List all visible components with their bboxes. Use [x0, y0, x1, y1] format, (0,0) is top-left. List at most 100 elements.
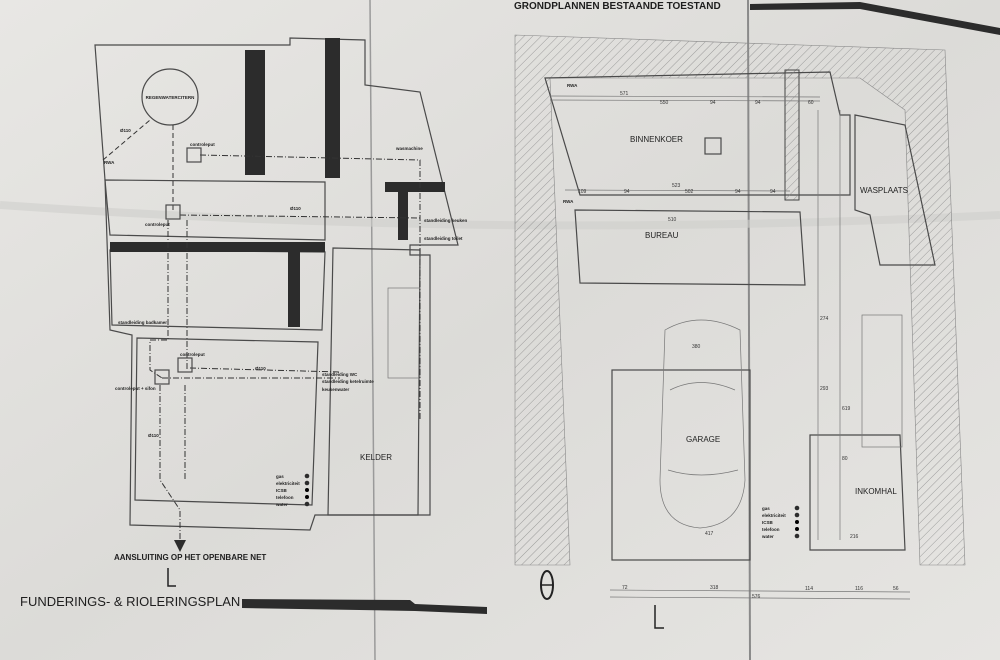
pipe-diameter: Ø110	[120, 128, 131, 133]
dimension-label: 94	[770, 189, 776, 195]
dimension-label: 109	[578, 189, 587, 195]
room-label-courtyard: BINNENKOER	[630, 135, 683, 144]
room-outline	[104, 179, 326, 241]
dimension-label: 116	[855, 586, 863, 592]
kitchen-water-label: keukenwater	[322, 387, 350, 392]
dimension-label: 80	[842, 456, 848, 462]
utility-electricity: elektriciteit	[276, 481, 300, 486]
wall	[325, 38, 340, 178]
riser-label: standleiding badkamer	[118, 320, 167, 325]
dimension-label: 60	[808, 100, 814, 106]
pipe	[199, 154, 421, 420]
pipe	[159, 385, 181, 540]
pipe-diameter: Ø110	[255, 366, 266, 371]
pipe	[189, 367, 341, 373]
rwa-label: RWA	[563, 199, 574, 204]
dimension-label: 274	[820, 316, 829, 322]
cistern-label: REGENWATERCITERN	[146, 95, 195, 100]
left-plan-title: FUNDERINGS- & RIOLERINGSPLAN	[20, 594, 240, 609]
dimension-label: 56	[893, 586, 899, 592]
utility-water: water	[761, 534, 774, 539]
hall-outline	[809, 434, 906, 551]
section-marker	[654, 605, 664, 629]
title-bar	[242, 599, 487, 614]
arrow-down-icon	[174, 540, 186, 552]
dimension-label: 619	[842, 406, 851, 412]
title-bar	[750, 2, 1000, 35]
inspection-pit	[186, 147, 202, 163]
office-outline	[574, 209, 806, 286]
dimension-label: 550	[660, 100, 669, 106]
inspection-pit-siphon-label: controleput + sifon	[115, 386, 156, 391]
dimension-label: 94	[624, 189, 630, 195]
car-drawing	[659, 319, 746, 529]
dimension-label: 523	[672, 183, 681, 189]
right-plan-title: GRONDPLANNEN BESTAANDE TOESTAND	[514, 1, 721, 12]
garage-outline	[611, 369, 751, 561]
utility-icsb: ICSB	[762, 520, 774, 525]
wall	[398, 190, 408, 240]
wall	[288, 252, 300, 327]
dimension-label: 502	[685, 189, 694, 195]
section-marker	[167, 568, 176, 587]
wall	[385, 182, 445, 192]
room-label-laundry: WASPLAATS	[860, 186, 908, 195]
room-label-office: BUREAU	[645, 231, 679, 240]
utility-phone: telefoon	[276, 495, 294, 500]
rwa-label: RWA	[567, 83, 578, 88]
dimension-label: 94	[755, 100, 761, 106]
rainwater-cistern	[141, 68, 199, 126]
riser-label: standleiding ketelruimte	[322, 379, 374, 384]
dimension-label: 318	[710, 585, 719, 591]
dimension-label: 417	[705, 531, 714, 537]
dimension-label: 576	[752, 594, 761, 600]
room-label-garage: GARAGE	[686, 435, 720, 444]
rwa-label: RWA	[104, 160, 115, 165]
inspection-pit-label: controleput	[190, 142, 215, 147]
outlet-label: AANSLUITING OP HET OPENBARE NET	[114, 553, 266, 562]
pipe	[102, 119, 151, 161]
dimension-label: 114	[805, 586, 813, 592]
laundry-outline	[854, 114, 936, 266]
inspection-pit	[177, 357, 193, 373]
pipe	[179, 214, 421, 219]
wall	[110, 242, 325, 252]
room-label-hall: INKOMHAL	[855, 487, 897, 496]
dimension-label: 94	[710, 100, 716, 106]
drain	[704, 137, 722, 155]
utility-gas: gas	[762, 506, 770, 511]
paper-fold	[0, 201, 1000, 230]
dimension-label: 571	[620, 91, 629, 97]
inspection-pit-label: controleput	[180, 352, 205, 357]
dimension-label: 510	[668, 217, 677, 223]
dimension-label: 94	[735, 189, 741, 195]
washing-machine-label: wasmachine	[395, 146, 423, 151]
cellar-outline	[327, 247, 421, 516]
inspection-pit-siphon	[154, 369, 170, 385]
utility-legend: gas elektriciteit ICSB telefoon water	[275, 473, 310, 507]
utility-icsb: ICSB	[276, 488, 288, 493]
existing-ground-floor-plan: GRONDPLANNEN BESTAANDE TOESTAND BINNENKO…	[514, 1, 1000, 629]
dimension-label: 293	[820, 386, 829, 392]
dimension-label: 380	[692, 344, 701, 350]
wall	[245, 50, 265, 175]
inspection-pit	[165, 204, 181, 220]
room-outline	[134, 337, 319, 506]
dimension-lines: 571 550 94 94 60 109 94 523 502 94 94 51…	[549, 91, 911, 600]
pipe-diameter: Ø110	[290, 206, 301, 211]
foundation-sewer-plan: REGENWATERCITERN controleput controleput…	[20, 37, 487, 614]
utility-legend: gas elektriciteit ICSB telefoon water	[761, 505, 800, 539]
utility-gas: gas	[276, 474, 284, 479]
utility-water: water	[275, 502, 288, 507]
neighbour-wall-hatch	[514, 34, 966, 566]
wall	[784, 69, 800, 201]
courtyard-outline	[544, 71, 851, 196]
paper-fold	[369, 0, 376, 660]
riser-label: standleiding keuken	[424, 218, 468, 223]
dimension-label: 216	[850, 534, 859, 540]
inspection-pit-label: controleput	[145, 222, 170, 227]
staircase	[861, 314, 903, 448]
riser-label: standleiding toilet	[424, 236, 463, 241]
north-arrow-icon	[540, 570, 554, 600]
